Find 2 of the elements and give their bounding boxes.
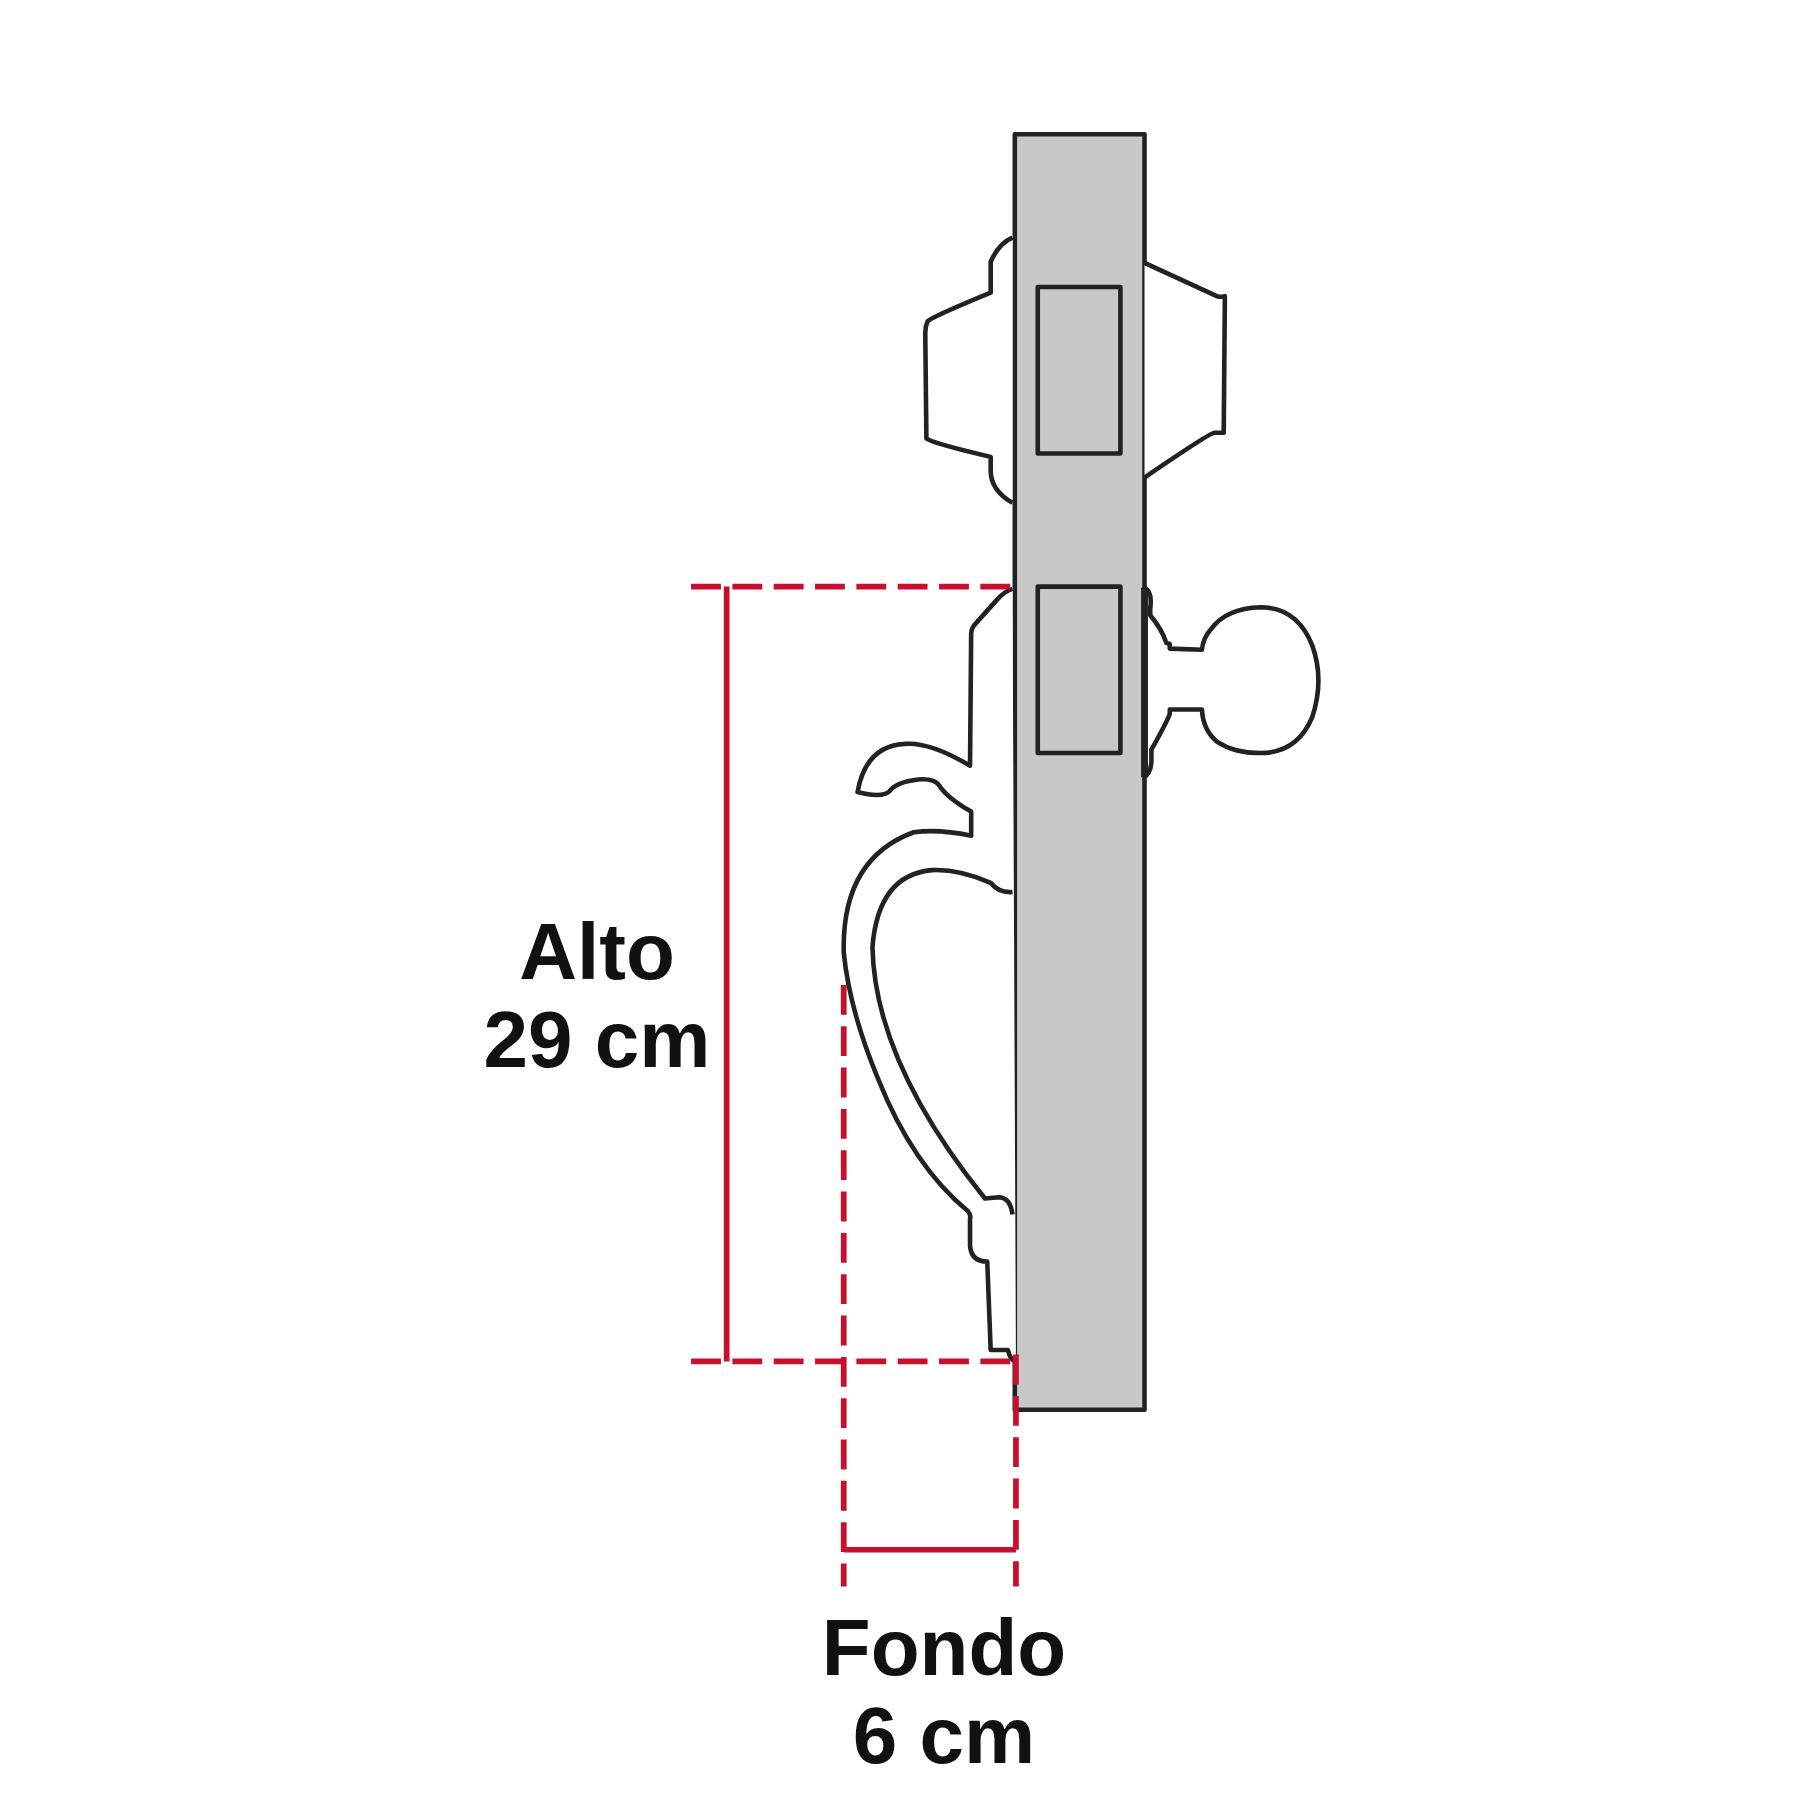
dimension-label: Fondo 6 cm: [820, 1604, 1068, 1780]
dimension-label: Alto 29 cm: [482, 908, 712, 1084]
